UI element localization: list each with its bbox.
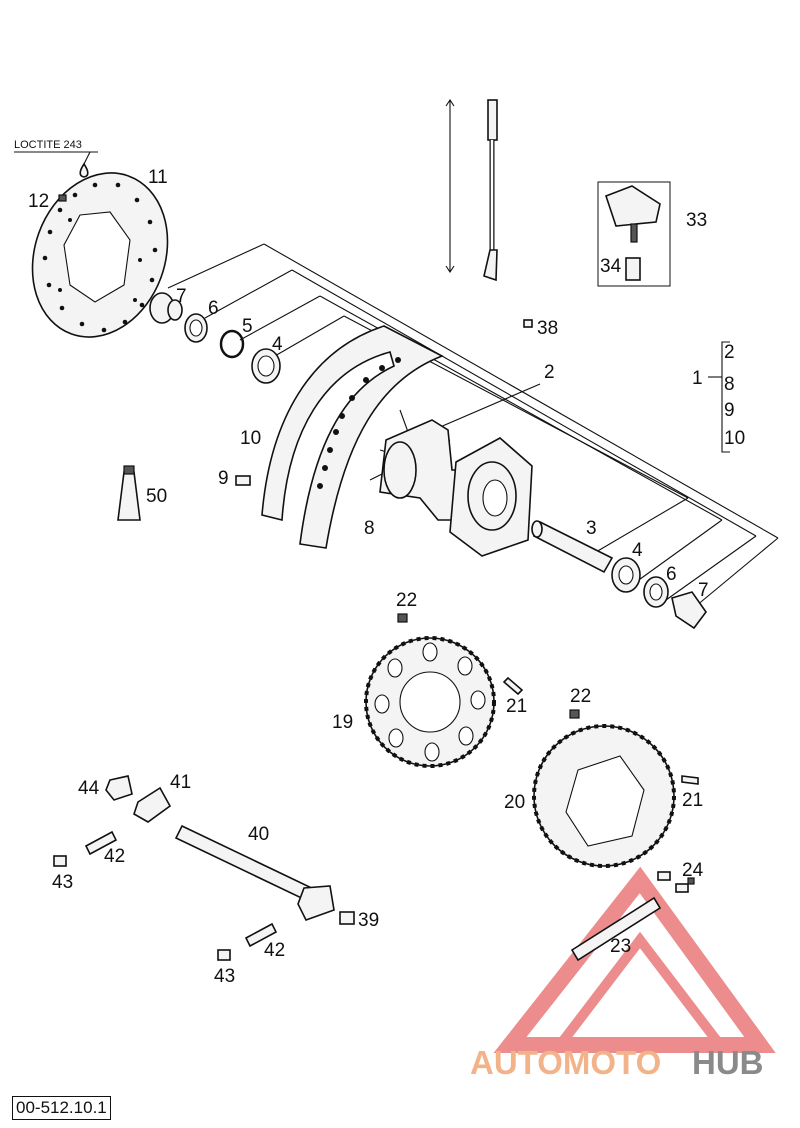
callout-39: 39 bbox=[358, 910, 379, 931]
callout-1: 1 bbox=[692, 368, 703, 389]
callout-21-a: 21 bbox=[506, 696, 527, 717]
adjuster-bolt-b bbox=[244, 922, 278, 948]
valve-box bbox=[597, 181, 671, 287]
disc-screw bbox=[58, 194, 67, 202]
callout-22-a: 22 bbox=[396, 590, 417, 611]
loctite-leader bbox=[14, 151, 98, 165]
rim bbox=[261, 325, 444, 549]
adjuster-bolt-a bbox=[84, 830, 118, 856]
callout-11: 11 bbox=[148, 167, 168, 188]
spoke bbox=[445, 99, 498, 282]
left-bearings bbox=[149, 292, 281, 384]
callout-3: 3 bbox=[586, 518, 597, 539]
callout-43-b: 43 bbox=[214, 966, 235, 987]
callout-23: 23 bbox=[610, 936, 631, 957]
spacer-right bbox=[671, 591, 707, 630]
loctite-label: LOCTITE 243 bbox=[14, 139, 82, 151]
callout-50: 50 bbox=[146, 486, 167, 507]
callout-7-right: 7 bbox=[698, 580, 709, 601]
assembly-guide-lines bbox=[167, 243, 779, 607]
callout-6-left: 6 bbox=[208, 298, 219, 319]
seal-right bbox=[643, 576, 669, 608]
kit-item-8: 8 bbox=[724, 374, 735, 395]
callout-38: 38 bbox=[537, 318, 558, 339]
callout-42-a: 42 bbox=[104, 846, 125, 867]
callout-6-right: 6 bbox=[666, 564, 677, 585]
watermark-text-a: AUTOMOTO bbox=[470, 1044, 661, 1081]
callout-43-a: 43 bbox=[52, 872, 73, 893]
kit-item-2: 2 bbox=[724, 342, 735, 363]
bearing-right bbox=[611, 557, 641, 593]
loctite-drop-icon bbox=[79, 162, 89, 178]
kit-bracket bbox=[708, 341, 730, 453]
hub bbox=[379, 419, 533, 557]
axle-nut bbox=[105, 775, 133, 801]
lock-nut-a bbox=[53, 855, 67, 867]
callout-40: 40 bbox=[248, 824, 269, 845]
rear-axle bbox=[174, 824, 335, 921]
callout-34: 34 bbox=[600, 256, 622, 277]
drawing-code: 00-512.10.1 bbox=[12, 1096, 111, 1120]
axle-cap bbox=[339, 911, 355, 925]
grease-tube bbox=[117, 465, 141, 521]
sprocket-nut-a bbox=[397, 613, 408, 623]
chain-adjuster bbox=[133, 786, 172, 823]
callout-10-rim: 10 bbox=[240, 428, 261, 449]
callout-19: 19 bbox=[332, 712, 353, 733]
callout-8-spoke: 8 bbox=[364, 518, 375, 539]
callout-44: 44 bbox=[78, 778, 100, 799]
rim-screw bbox=[235, 475, 251, 486]
kit-item-10: 10 bbox=[724, 428, 745, 449]
callout-24: 24 bbox=[682, 860, 704, 881]
kit-item-9: 9 bbox=[724, 400, 735, 421]
callout-5: 5 bbox=[242, 316, 253, 337]
callout-labels: 11 12 7 6 5 4 33 34 38 2 10 9 50 8 3 4 6… bbox=[28, 167, 745, 987]
callout-33: 33 bbox=[686, 210, 707, 231]
callout-9-screw: 9 bbox=[218, 468, 229, 489]
valve-nut bbox=[523, 319, 533, 328]
callout-12: 12 bbox=[28, 191, 49, 212]
callout-20: 20 bbox=[504, 792, 525, 813]
sprocket-large bbox=[532, 724, 676, 868]
sprocket-bolt-a bbox=[502, 676, 524, 696]
drive-chain bbox=[570, 896, 662, 962]
callout-2-hub: 2 bbox=[544, 362, 555, 383]
chain-master-link bbox=[657, 871, 695, 893]
seal-left bbox=[184, 313, 208, 343]
brake-disc bbox=[31, 172, 169, 338]
watermark-logo bbox=[493, 866, 776, 1053]
callout-21-b: 21 bbox=[682, 790, 703, 811]
callout-41: 41 bbox=[170, 772, 191, 793]
circlip bbox=[219, 329, 245, 359]
callout-4-left: 4 bbox=[272, 334, 283, 355]
callout-4-right: 4 bbox=[632, 540, 643, 561]
watermark-text-b: HUB bbox=[692, 1044, 764, 1081]
sprocket-bolt-b bbox=[681, 775, 699, 785]
callout-7-left: 7 bbox=[176, 286, 187, 307]
spacer-left bbox=[149, 292, 183, 324]
callout-42-b: 42 bbox=[264, 940, 285, 961]
lock-nut-b bbox=[217, 949, 231, 961]
sprocket-nut-b bbox=[569, 709, 580, 719]
bearing-left bbox=[251, 348, 281, 384]
callout-22-b: 22 bbox=[570, 686, 591, 707]
axle-spacer bbox=[531, 520, 614, 574]
sprocket-small bbox=[364, 636, 496, 768]
